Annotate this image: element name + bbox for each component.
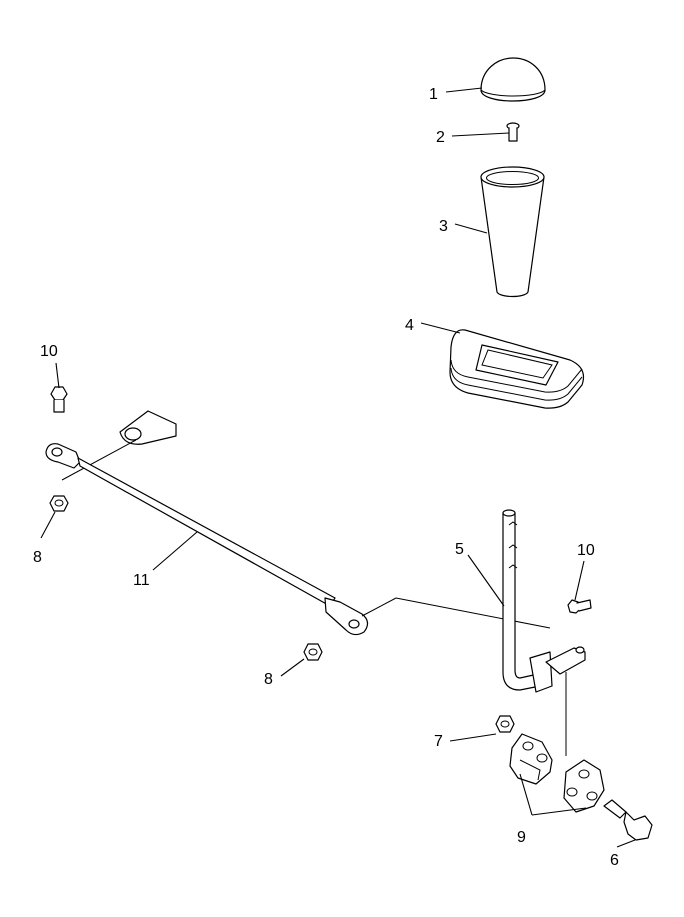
part-linkage-rod bbox=[45, 443, 551, 636]
callout-5: 5 bbox=[455, 541, 464, 558]
part-bushing-halves bbox=[509, 672, 605, 813]
callout-2: 2 bbox=[436, 129, 445, 146]
part-nut-center bbox=[303, 643, 323, 661]
callout-labels: 1 2 3 4 5 6 7 8 8 9 10 10 11 bbox=[33, 86, 619, 869]
part-bolt-left bbox=[50, 386, 68, 413]
callout-6: 6 bbox=[610, 852, 619, 869]
callout-9: 9 bbox=[517, 829, 526, 846]
part-nut-right bbox=[495, 715, 515, 733]
callout-10-right: 10 bbox=[577, 542, 595, 559]
part-tapered-grip bbox=[480, 166, 545, 298]
callout-11: 11 bbox=[133, 572, 150, 589]
callout-10-left: 10 bbox=[40, 343, 58, 360]
part-bolt-right bbox=[567, 599, 592, 614]
callout-8-left: 8 bbox=[33, 549, 42, 566]
callout-8-center: 8 bbox=[264, 671, 273, 688]
part-knob-cap bbox=[480, 57, 546, 102]
callout-3: 3 bbox=[439, 218, 448, 235]
part-bracket-arm bbox=[61, 410, 177, 481]
callout-1: 1 bbox=[429, 86, 438, 103]
callout-7: 7 bbox=[434, 733, 443, 750]
part-nut-left bbox=[49, 495, 69, 512]
part-shift-plate bbox=[449, 329, 585, 409]
part-small-screw bbox=[506, 122, 520, 142]
part-bolt-bottom bbox=[603, 799, 653, 841]
callout-4: 4 bbox=[405, 317, 414, 334]
callout-leaders bbox=[40, 87, 636, 848]
part-shift-lever bbox=[502, 509, 586, 693]
